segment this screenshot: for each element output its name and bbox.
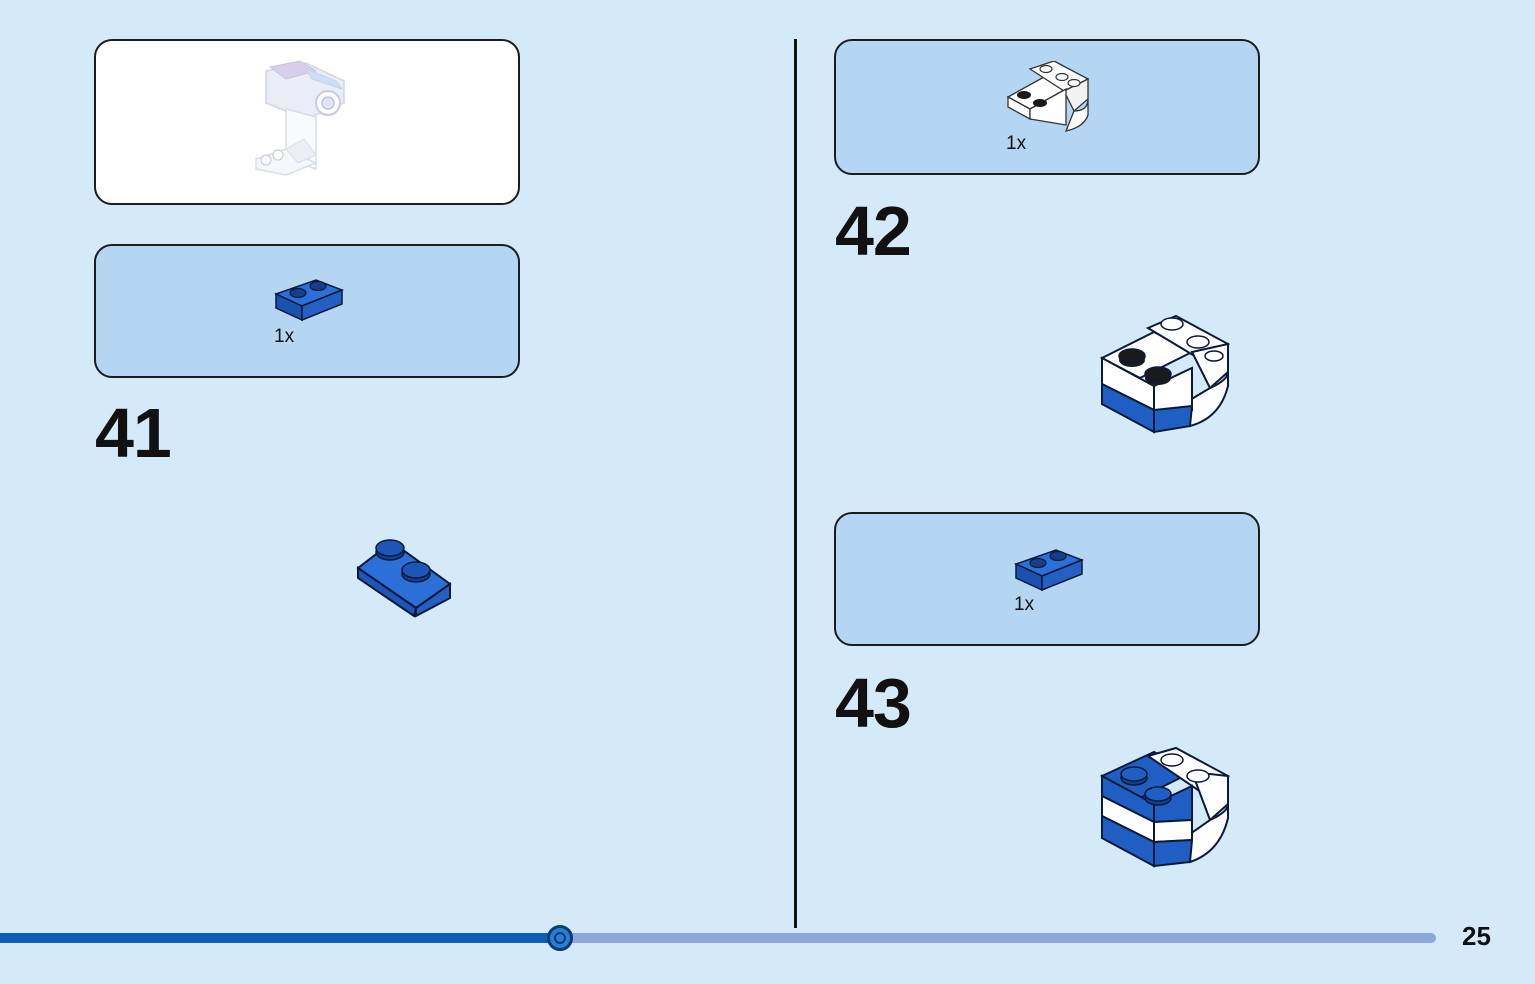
page-divider <box>794 39 797 928</box>
step-42-model-image <box>1099 314 1231 434</box>
part-quantity: 1x <box>1014 594 1035 615</box>
step-43-model-image <box>1099 746 1231 868</box>
step-number-42: 42 <box>835 192 912 270</box>
subassembly-preview-panel <box>94 39 520 205</box>
blue-plate-1x2-icon <box>274 279 344 322</box>
parts-panel-step-42: 1x <box>834 39 1260 175</box>
part-quantity: 1x <box>1006 133 1027 154</box>
page-progress-bar[interactable] <box>0 925 1436 951</box>
page-number: 25 <box>1462 921 1491 951</box>
progress-handle[interactable] <box>547 925 574 951</box>
parts-panel-step-43: 1x <box>834 512 1260 646</box>
white-inverted-slope-icon <box>1006 61 1090 132</box>
step-41-model-image <box>356 539 452 618</box>
subassembly-preview-image <box>255 60 345 176</box>
progress-fill <box>0 933 561 943</box>
step-number-43: 43 <box>835 664 912 742</box>
part-quantity: 1x <box>274 326 295 347</box>
blue-plate-1x2-icon <box>1014 549 1084 592</box>
parts-panel-step-41: 1x <box>94 244 520 378</box>
step-number-41: 41 <box>95 394 172 472</box>
